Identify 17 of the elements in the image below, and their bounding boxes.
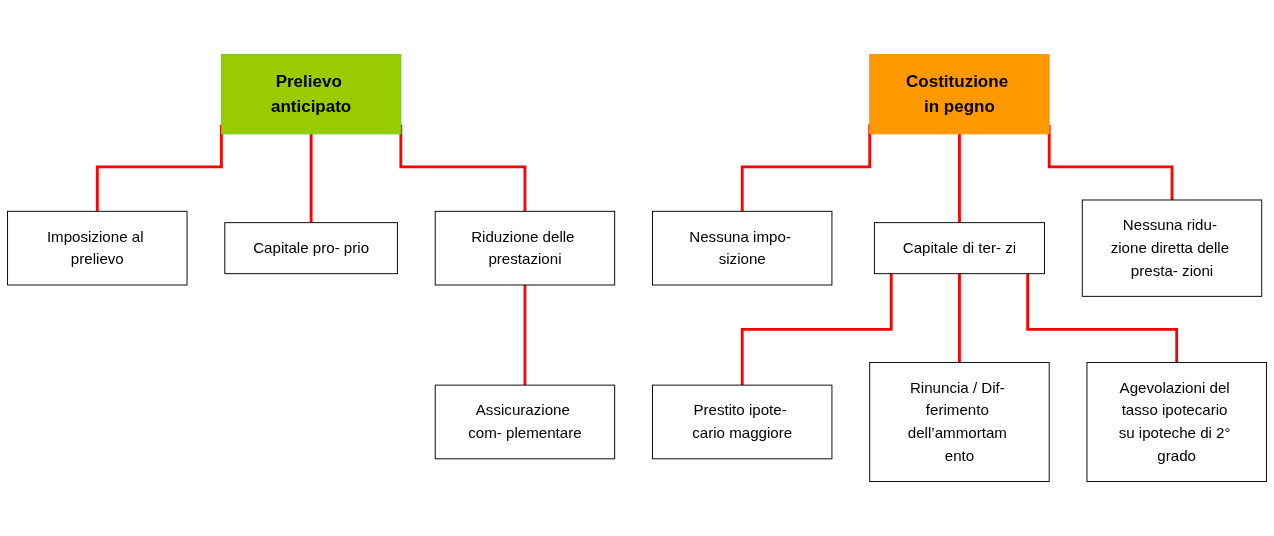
node-box: Agevolazioni del tasso ipotecario su ipoteche di 2° grado [1086, 362, 1267, 482]
connector [740, 273, 893, 387]
connector [95, 124, 223, 213]
node-box: Prelievo anticipato [220, 54, 402, 135]
node-box: Nessuna impo- sizione [652, 210, 833, 286]
connector [1026, 273, 1179, 364]
node-box: Capitale pro- prio [224, 222, 398, 275]
node-box: Rinuncia / Dif- ferimento dell’ammortam ento [869, 362, 1050, 482]
connector [523, 285, 527, 387]
node-box: Prestito ipote- cario maggiore [652, 384, 833, 460]
node-box: Nessuna ridu- zione diretta delle presta- zioni [1081, 199, 1263, 297]
node-box: Capitale di ter- zi [873, 222, 1045, 275]
node-box: Riduzione delle prestazioni [434, 210, 616, 286]
node-box: Assicurazione com- plementare [434, 384, 616, 460]
connector [958, 273, 961, 364]
node-box: Imposizione al prelievo [7, 210, 188, 286]
node-box: Costituzione in pegno [869, 54, 1050, 135]
